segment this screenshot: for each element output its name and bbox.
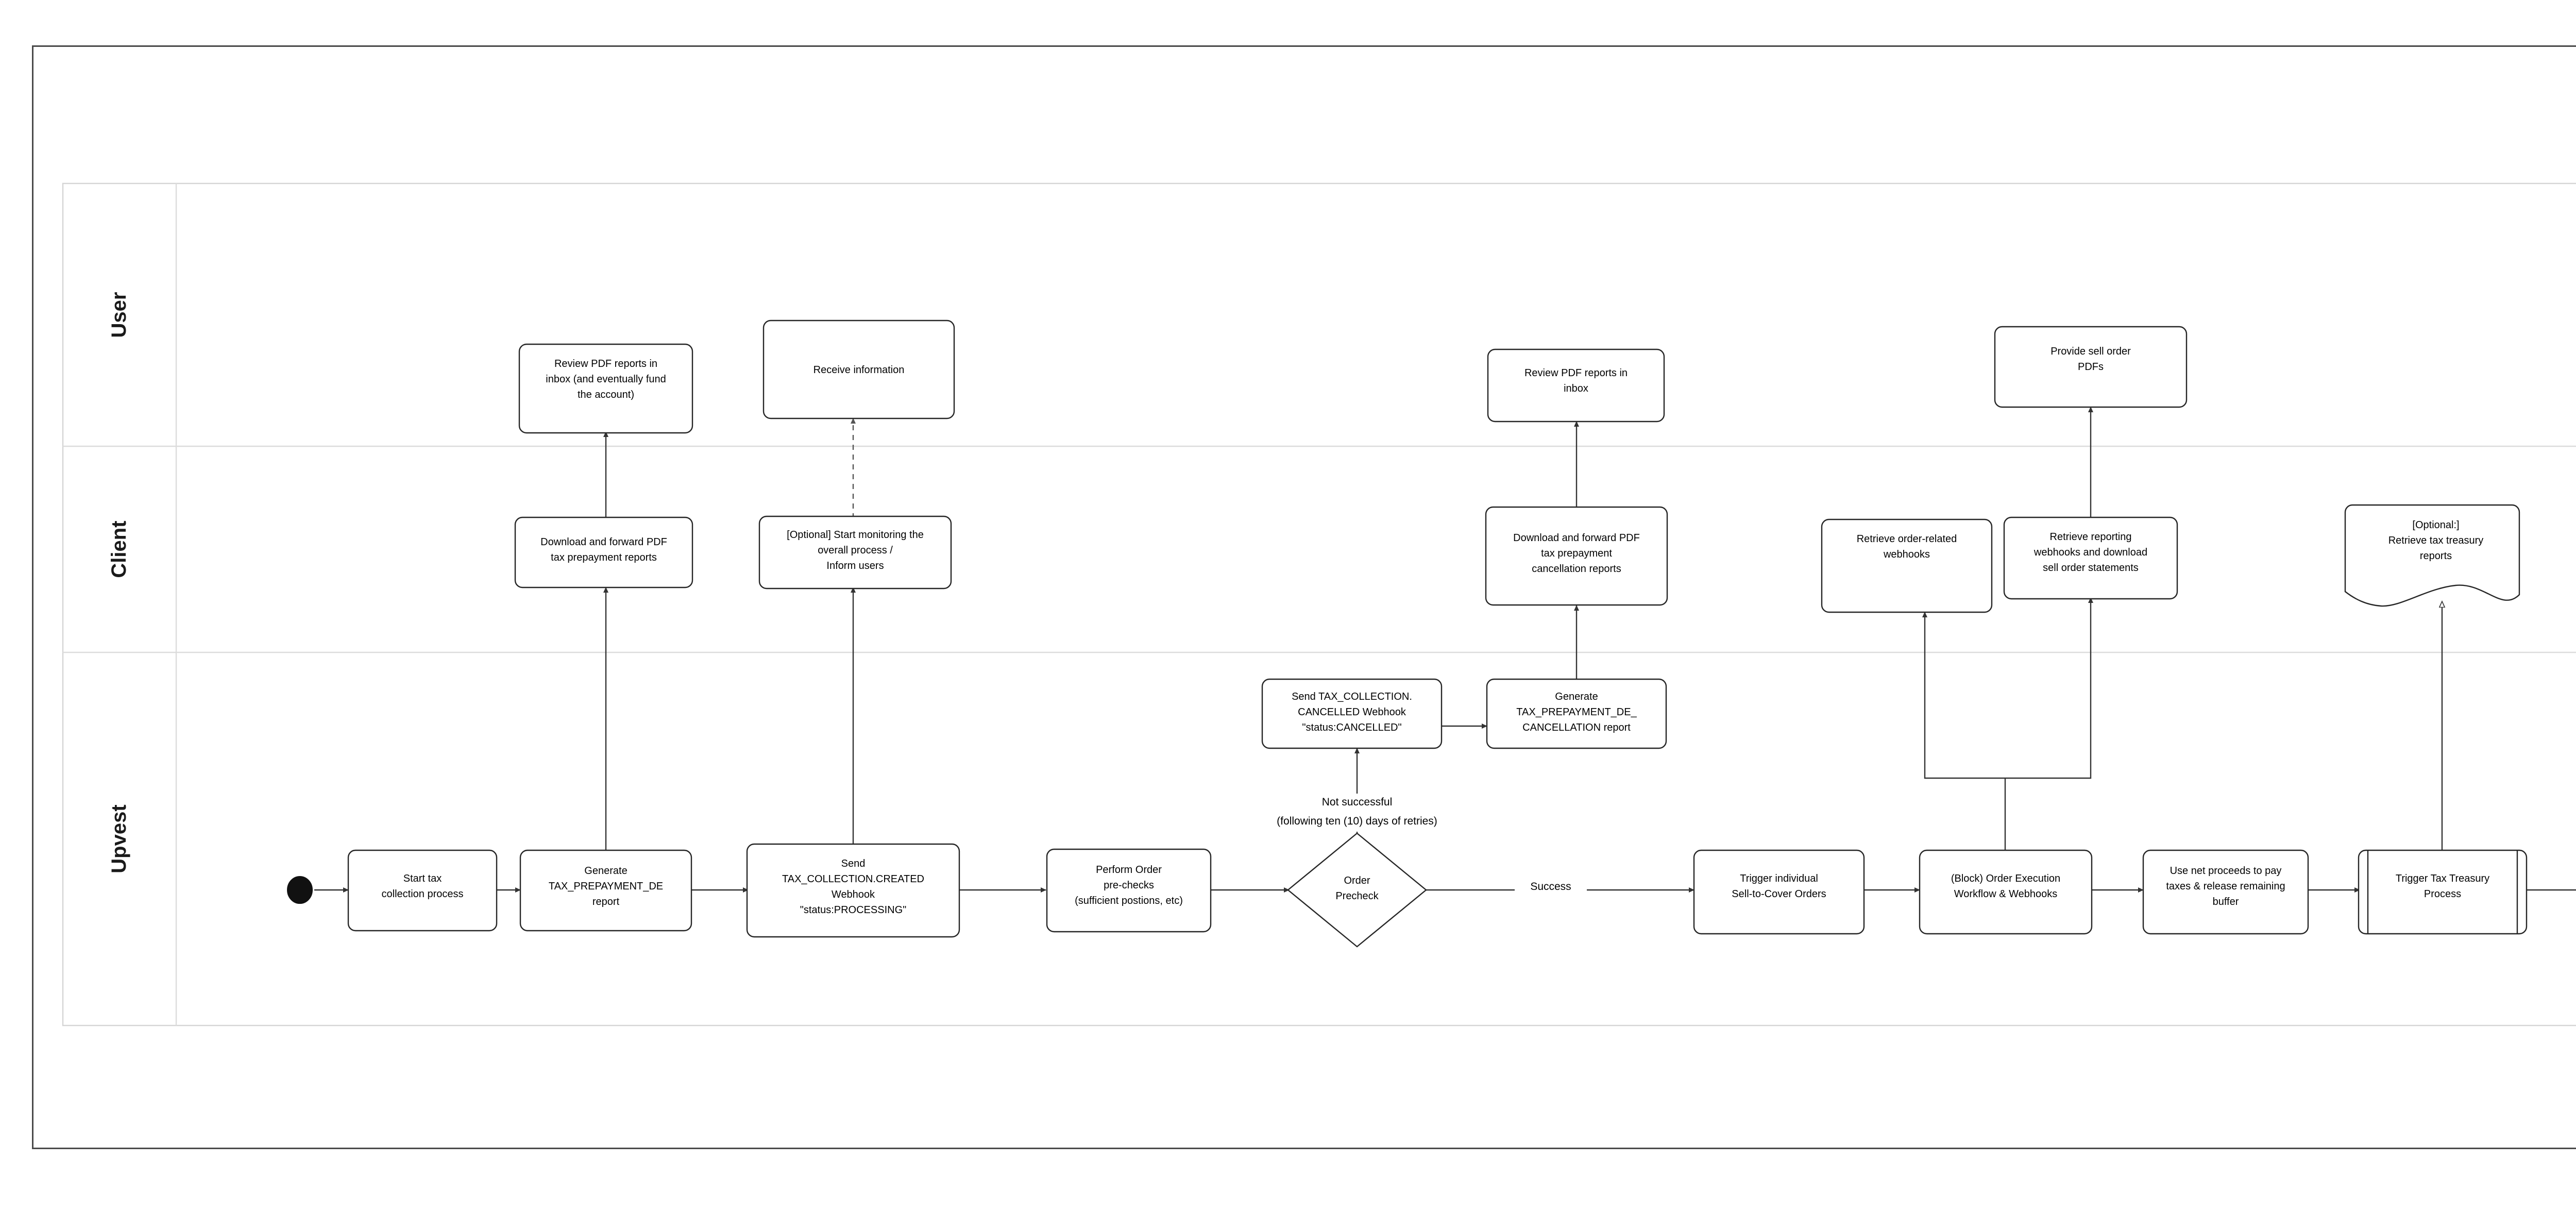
node-label-line: CANCELLED Webhook xyxy=(1298,707,1406,718)
node-label-line: Send TAX_COLLECTION. xyxy=(1292,691,1412,702)
node-label-line: Receive information xyxy=(814,364,905,376)
node-label-line: TAX_PREPAYMENT_DE xyxy=(549,881,663,892)
node-label-line: Provide sell order xyxy=(2050,346,2131,357)
node-retrieve-reporting-webhooks-sell-order-statements[interactable]: Retrieve reporting webhooks and download… xyxy=(2003,516,2178,600)
node-label-line: tax prepayment reports xyxy=(551,552,657,563)
node-label-line: (Block) Order Execution xyxy=(1951,873,2060,884)
node-label-line: Trigger Tax Treasury xyxy=(2396,873,2489,884)
lane-header-user: User xyxy=(108,292,130,338)
lane-label-client: Client xyxy=(108,520,130,578)
node-label-line: Start tax xyxy=(403,873,442,884)
node-use-net-proceeds[interactable]: Use net proceeds to pay taxes & release … xyxy=(2142,849,2309,935)
node-label-line: sell order statements xyxy=(2043,562,2139,574)
node-download-forward-prepayment-reports[interactable]: Download and forward PDF tax prepayment … xyxy=(514,516,693,588)
node-label-line: Send xyxy=(841,858,866,869)
node-label-line: collection process xyxy=(382,888,464,900)
node-block-order-execution-workflow-webhooks[interactable]: (Block) Order Execution Workflow & Webho… xyxy=(1919,849,2093,935)
node-label-line: [Optional:] xyxy=(2412,519,2459,531)
node-label-line: Trigger individual xyxy=(1740,873,1818,884)
node-label-line: "status:CANCELLED" xyxy=(1302,722,1401,733)
node-label-line: Download and forward PDF xyxy=(1513,532,1640,544)
lane-label-user: User xyxy=(108,292,130,338)
node-label-line: cancellation reports xyxy=(1532,563,1621,575)
node-label-line: Process xyxy=(2424,888,2461,900)
edge-block-fork-left xyxy=(1922,612,2005,779)
node-start-monitoring-inform-users[interactable]: [Optional] Start monitoring the overall … xyxy=(758,515,952,590)
node-label-line: inbox xyxy=(1564,383,1588,394)
node-review-pdf-inbox[interactable]: Review PDF reports in inbox xyxy=(1487,348,1665,423)
swimlane-pool xyxy=(62,182,2576,1027)
node-label-line: Workflow & Webhooks xyxy=(1954,888,2057,900)
node-label-line: Order xyxy=(1344,875,1370,886)
node-label-line: webhooks and download xyxy=(2033,547,2147,558)
node-label-line: Generate xyxy=(584,865,627,877)
node-label-line: CANCELLATION report xyxy=(1522,722,1631,733)
node-retrieve-order-related-webhooks[interactable]: Retrieve order-related webhooks xyxy=(1821,518,1993,613)
edge-label-success: Success xyxy=(1515,877,1587,895)
node-label-line: Generate xyxy=(1555,691,1598,702)
node-trigger-tax-treasury-process[interactable]: Trigger Tax Treasury Process xyxy=(2358,849,2528,935)
node-label-line: (sufficient postions, etc) xyxy=(1075,895,1183,906)
node-label-line: "status:PROCESSING" xyxy=(800,904,906,916)
node-label-line: taxes & release remaining xyxy=(2166,881,2285,892)
node-generate-tax-prepayment-cancellation-report[interactable]: Generate TAX_PREPAYMENT_DE_ CANCELLATION… xyxy=(1486,678,1667,749)
node-label-line: inbox (and eventually fund xyxy=(546,374,666,385)
node-download-forward-cancellation-reports[interactable]: Download and forward PDF tax prepayment … xyxy=(1485,506,1668,606)
edge-label-not-successful: Not successful (following ten (10) days … xyxy=(1232,794,1483,832)
node-label-line: buffer xyxy=(2213,896,2239,907)
node-send-tax-collection-created-webhook[interactable]: Send TAX_COLLECTION.CREATED Webhook "sta… xyxy=(746,843,960,938)
node-label-line: webhooks xyxy=(1883,549,1930,560)
edge-label-success-text: Success xyxy=(1530,881,1571,893)
node-label-line: Use net proceeds to pay xyxy=(2170,865,2282,877)
node-label-line: reports xyxy=(2420,550,2452,562)
node-label-line: TAX_PREPAYMENT_DE_ xyxy=(1516,707,1637,718)
node-perform-order-prechecks[interactable]: Perform Order pre-checks (sufficient pos… xyxy=(1046,848,1212,933)
node-send-tax-collection-cancelled-webhook[interactable]: Send TAX_COLLECTION. CANCELLED Webhook "… xyxy=(1261,678,1443,749)
node-label-line: Retrieve order-related xyxy=(1857,533,1957,545)
lane-header-client: Client xyxy=(108,520,130,578)
edge-block-fork-right xyxy=(2005,597,2093,779)
lane-header-upvest: Upvest xyxy=(108,804,130,873)
node-retrieve-tax-treasury-reports[interactable]: [Optional:] Retrieve tax treasury report… xyxy=(2344,504,2520,607)
node-generate-tax-prepayment-de-report[interactable]: Generate TAX_PREPAYMENT_DE report xyxy=(519,849,692,932)
node-label-line: overall process / xyxy=(818,545,893,556)
node-label-line: pre-checks xyxy=(1104,880,1154,891)
edge-label-not-successful-line1: Not successful xyxy=(1322,796,1393,808)
node-label-line: PDFs xyxy=(2078,361,2104,373)
node-label-line: Retrieve tax treasury xyxy=(2388,535,2484,546)
node-label-line: Sell-to-Cover Orders xyxy=(1732,888,1826,900)
node-label-line: Review PDF reports in xyxy=(554,358,657,369)
edge-label-not-successful-line2: (following ten (10) days of retries) xyxy=(1277,815,1437,827)
node-label-line: the account) xyxy=(578,389,634,400)
node-label-line: Retrieve reporting xyxy=(2050,531,2132,543)
node-label-line: report xyxy=(592,896,620,907)
node-start-tax-collection-process[interactable]: Start tax collection process xyxy=(347,849,498,932)
node-label-line: Review PDF reports in xyxy=(1524,367,1628,379)
node-label-line: Download and forward PDF xyxy=(540,536,667,548)
node-label-line: Webhook xyxy=(832,889,875,900)
node-order-precheck-decision[interactable]: Order Precheck xyxy=(1287,832,1427,948)
node-receive-information[interactable]: Receive information xyxy=(762,319,955,419)
node-label-line: tax prepayment xyxy=(1541,548,1612,559)
node-trigger-individual-sell-to-cover-orders[interactable]: Trigger individual Sell-to-Cover Orders xyxy=(1693,849,1865,935)
node-label-line: Precheck xyxy=(1335,890,1379,902)
node-label-line: Perform Order xyxy=(1096,864,1162,876)
node-label-line: TAX_COLLECTION.CREATED xyxy=(782,873,924,885)
node-label-line: [Optional] Start monitoring the xyxy=(787,529,924,541)
node-start-terminator[interactable] xyxy=(287,876,313,904)
lane-label-upvest: Upvest xyxy=(108,804,130,873)
node-provide-sell-order-pdfs[interactable]: Provide sell order PDFs xyxy=(1994,326,2188,408)
node-review-pdf-fund-account[interactable]: Review PDF reports in inbox (and eventua… xyxy=(518,343,693,434)
node-label-line: Inform users xyxy=(826,560,884,571)
